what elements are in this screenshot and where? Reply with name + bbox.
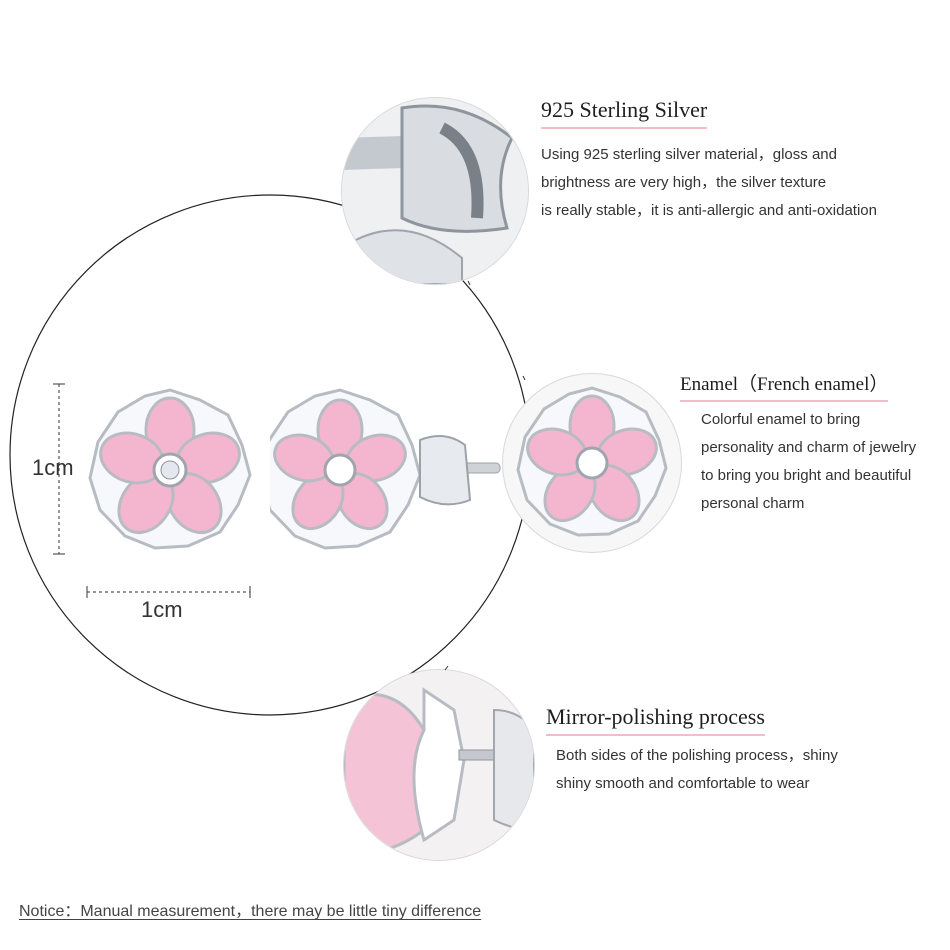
feature-desc-line: personal charm bbox=[701, 495, 805, 512]
feature-title: Mirror-polishing process bbox=[546, 704, 765, 736]
feature-sterling-silver: 925 Sterling Silver Using 925 sterling s… bbox=[541, 97, 877, 225]
feature-desc-line: brightness are very high，the silver text… bbox=[541, 174, 827, 191]
feature-desc-line: Both sides of the polishing process，shin… bbox=[556, 747, 838, 764]
earring-side-image bbox=[270, 388, 501, 550]
height-dimension-label: 1cm bbox=[32, 455, 74, 480]
feature-desc-line: Using 925 sterling silver material，gloss… bbox=[541, 146, 837, 163]
measurement-notice: Notice：Manual measurement，there may be l… bbox=[19, 903, 482, 920]
feature-desc-line: is really stable，it is anti-allergic and… bbox=[541, 202, 877, 219]
mirror-polishing-detail-image bbox=[344, 670, 534, 860]
feature-desc-line: Colorful enamel to bring bbox=[701, 411, 861, 428]
width-dimension-label: 1cm bbox=[141, 597, 183, 622]
feature-enamel: Enamel（French enamel） Colorful enamel to… bbox=[680, 369, 916, 518]
feature-title: 925 Sterling Silver bbox=[541, 97, 708, 129]
enamel-detail-image bbox=[503, 374, 681, 552]
feature-desc-line: shiny smooth and comfortable to wear bbox=[556, 775, 810, 792]
feature-mirror-polishing: Mirror-polishing process Both sides of t… bbox=[546, 704, 838, 798]
feature-desc-line: personality and charm of jewelry bbox=[701, 439, 917, 456]
earring-front-image bbox=[88, 388, 252, 550]
sterling-silver-detail-image bbox=[342, 98, 528, 284]
feature-title: Enamel（French enamel） bbox=[680, 369, 889, 402]
feature-desc-line: to bring you bright and beautiful bbox=[701, 467, 912, 484]
